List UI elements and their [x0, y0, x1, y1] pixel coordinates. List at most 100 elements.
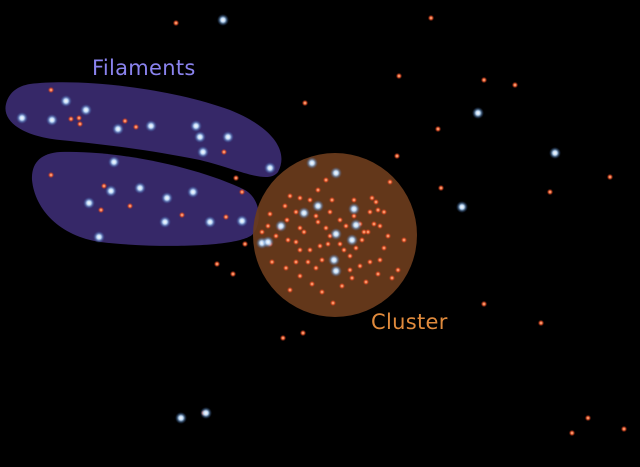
red-galaxy — [366, 208, 374, 216]
red-galaxy — [620, 425, 628, 433]
red-galaxy — [336, 216, 344, 224]
blue-galaxy — [549, 147, 561, 159]
red-galaxy — [346, 252, 354, 260]
blue-galaxy — [312, 200, 324, 212]
red-galaxy — [296, 246, 304, 254]
red-galaxy — [286, 286, 294, 294]
red-galaxy — [266, 210, 274, 218]
blue-galaxy — [204, 216, 216, 228]
red-galaxy — [427, 14, 435, 22]
red-galaxy — [229, 270, 237, 278]
blue-galaxy — [194, 131, 206, 143]
blue-galaxy — [112, 123, 124, 135]
red-galaxies-layer — [47, 14, 628, 437]
red-galaxy — [376, 256, 384, 264]
red-galaxy — [258, 228, 266, 236]
red-galaxy — [312, 212, 320, 220]
red-galaxy — [213, 260, 221, 268]
red-galaxy — [306, 196, 314, 204]
red-galaxy — [306, 246, 314, 254]
red-galaxy — [300, 228, 308, 236]
red-galaxy — [374, 206, 382, 214]
red-galaxy — [358, 236, 366, 244]
red-galaxy — [76, 120, 84, 128]
red-galaxy — [47, 171, 55, 179]
red-galaxy — [384, 232, 392, 240]
red-galaxy — [360, 228, 368, 236]
blue-galaxy — [348, 203, 360, 215]
blue-galaxy — [330, 228, 342, 240]
blue-galaxy — [456, 201, 468, 213]
red-galaxy — [292, 258, 300, 266]
cluster-label: Cluster — [371, 310, 448, 334]
red-galaxy — [400, 236, 408, 244]
red-galaxy — [282, 264, 290, 272]
blue-galaxies-layer — [16, 14, 561, 424]
red-galaxy — [178, 211, 186, 219]
red-galaxy — [312, 264, 320, 272]
red-galaxy — [232, 174, 240, 182]
filament-upper — [5, 82, 282, 178]
red-galaxy — [292, 208, 300, 216]
blue-galaxy — [134, 182, 146, 194]
red-galaxy — [316, 242, 324, 250]
red-galaxy — [437, 184, 445, 192]
filament-lower — [31, 151, 259, 246]
red-galaxy — [318, 288, 326, 296]
red-galaxy — [284, 236, 292, 244]
red-galaxy — [352, 244, 360, 252]
red-galaxy — [511, 81, 519, 89]
blue-galaxy — [197, 146, 209, 158]
red-galaxy — [314, 186, 322, 194]
red-galaxy — [584, 414, 592, 422]
blue-galaxy — [236, 215, 248, 227]
red-galaxy — [222, 213, 230, 221]
red-galaxy — [568, 429, 576, 437]
red-galaxy — [394, 266, 402, 274]
red-galaxy — [537, 319, 545, 327]
red-galaxy — [292, 238, 300, 246]
blue-galaxy — [298, 207, 310, 219]
blue-galaxy — [108, 156, 120, 168]
red-galaxy — [172, 19, 180, 27]
red-galaxy — [368, 194, 376, 202]
red-galaxy — [322, 176, 330, 184]
blue-galaxy — [60, 95, 72, 107]
red-galaxy — [220, 148, 228, 156]
blue-galaxy — [350, 219, 362, 231]
red-galaxy — [283, 216, 291, 224]
red-galaxy — [304, 258, 312, 266]
blue-galaxy — [275, 220, 287, 232]
red-galaxy — [308, 280, 316, 288]
red-galaxy — [350, 196, 358, 204]
red-galaxy — [264, 222, 272, 230]
blue-galaxy — [200, 407, 212, 419]
blue-galaxy — [159, 216, 171, 228]
red-galaxy — [286, 192, 294, 200]
red-galaxy — [393, 152, 401, 160]
red-galaxy — [380, 244, 388, 252]
red-galaxy — [374, 270, 382, 278]
red-galaxy — [296, 194, 304, 202]
blue-galaxy — [16, 112, 28, 124]
red-galaxy — [75, 114, 83, 122]
red-galaxy — [336, 240, 344, 248]
red-galaxy — [356, 262, 364, 270]
red-galaxy — [386, 178, 394, 186]
blue-galaxy — [187, 186, 199, 198]
red-galaxy — [434, 125, 442, 133]
red-galaxy — [340, 246, 348, 254]
red-galaxy — [329, 299, 337, 307]
red-galaxy — [314, 218, 322, 226]
red-galaxy — [97, 206, 105, 214]
filaments-label: Filaments — [92, 56, 196, 80]
blue-galaxy — [161, 192, 173, 204]
red-galaxy — [132, 123, 140, 131]
blue-galaxy — [472, 107, 484, 119]
red-galaxy — [121, 117, 129, 125]
red-galaxy — [238, 188, 246, 196]
red-galaxy — [328, 196, 336, 204]
blue-galaxy — [328, 254, 340, 266]
red-galaxy — [388, 274, 396, 282]
